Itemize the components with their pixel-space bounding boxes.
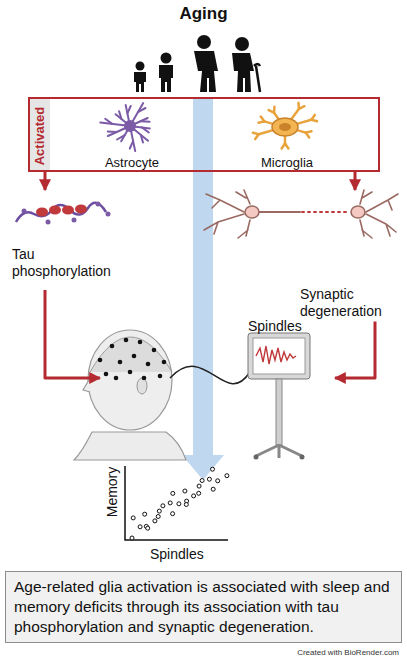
data-point xyxy=(211,467,215,471)
connector-arrow xyxy=(335,322,375,378)
astrocyte-twig xyxy=(127,106,130,113)
microglia-twig xyxy=(297,103,300,109)
electrode-dot xyxy=(162,360,167,365)
tau-box: Tau phosphorylation xyxy=(8,190,126,290)
scatter-plot xyxy=(125,466,229,540)
microglia-drawing xyxy=(253,103,317,149)
microglia-cell: Microglia xyxy=(237,101,337,172)
node-label: Spindles xyxy=(248,318,302,335)
tau-molecule xyxy=(16,202,111,225)
astrocyte-twig xyxy=(130,141,133,148)
astrocyte-body xyxy=(124,120,136,132)
eeg-box: Spindles xyxy=(100,318,335,460)
astrocyte-twig xyxy=(142,127,149,132)
node-label: Astrocyte xyxy=(87,155,177,171)
electrode-dot xyxy=(152,348,157,353)
axis-label: Spindles xyxy=(150,546,204,563)
title: Aging xyxy=(0,4,407,24)
electrode-dot xyxy=(138,340,143,345)
astrocyte-twig xyxy=(119,111,121,119)
microglia-twig xyxy=(285,144,288,149)
neurons xyxy=(204,190,398,238)
astrocyte-drawing xyxy=(100,103,150,151)
data-point xyxy=(143,512,147,516)
data-point xyxy=(153,519,157,523)
astrocyte-twig xyxy=(117,135,125,139)
node-label: Microglia xyxy=(237,155,337,171)
data-point xyxy=(225,474,229,478)
electrode-dot xyxy=(114,376,119,381)
electrode-dot xyxy=(104,372,109,377)
data-point xyxy=(171,491,175,495)
electrode-dot xyxy=(124,338,129,343)
electrode-dot xyxy=(158,374,163,379)
astrocyte-twig xyxy=(141,120,150,123)
electrode-dot xyxy=(132,354,137,359)
aging-arrow xyxy=(182,98,224,480)
microglia-twig xyxy=(306,131,312,132)
data-point xyxy=(177,502,181,506)
activation-box: ActivatedAstrocyte Microglia xyxy=(28,97,380,172)
microglia-twig xyxy=(269,110,274,113)
connector-arrow xyxy=(45,290,100,378)
data-point xyxy=(211,487,215,491)
astrocyte-twig xyxy=(105,119,112,124)
microglia-nucleus xyxy=(279,123,291,131)
astrocyte-twig xyxy=(108,131,117,134)
microglia-body xyxy=(272,118,298,136)
microglia-twig xyxy=(259,121,265,122)
astrocyte-cell: Astrocyte xyxy=(87,101,177,172)
data-point xyxy=(216,479,220,483)
axis-label: Memory xyxy=(104,467,121,518)
data-point xyxy=(168,501,172,505)
data-point xyxy=(207,477,211,481)
data-point xyxy=(183,489,187,493)
data-point xyxy=(200,479,204,483)
data-point xyxy=(171,512,175,516)
data-point xyxy=(161,504,165,508)
people-icons xyxy=(134,35,260,92)
data-point xyxy=(146,526,150,530)
electrode-dot xyxy=(146,362,151,367)
data-point xyxy=(192,494,196,498)
node-label: Tau phosphorylation xyxy=(12,246,124,280)
microglia-twig xyxy=(255,134,259,139)
node-label: Activated xyxy=(32,107,48,166)
data-point xyxy=(157,509,161,513)
eeg-monitor xyxy=(248,333,310,460)
data-point xyxy=(197,491,201,495)
data-point xyxy=(130,536,134,540)
data-point xyxy=(138,525,142,529)
data-point xyxy=(184,503,188,507)
connector-arrow xyxy=(44,172,47,190)
electrode-dot xyxy=(98,358,103,363)
connector-arrow xyxy=(354,172,357,190)
node-label: Synaptic degeneration xyxy=(300,286,398,320)
microglia-twig xyxy=(311,115,315,120)
eeg-head xyxy=(74,330,250,460)
watermark: Created with BioRender.com xyxy=(297,648,399,658)
synapse-box: Synaptic degeneration xyxy=(200,190,400,322)
data-point xyxy=(197,484,201,488)
caption: Age-related glia activation is associate… xyxy=(5,571,402,643)
electrode-dot xyxy=(128,370,133,375)
astrocyte-twig xyxy=(138,108,146,112)
electrode-dot xyxy=(110,344,115,349)
electrode-dot xyxy=(142,376,147,381)
electrode-dot xyxy=(118,360,123,365)
data-point xyxy=(156,515,160,519)
astrocyte-twig xyxy=(141,135,143,143)
data-point xyxy=(131,516,135,520)
